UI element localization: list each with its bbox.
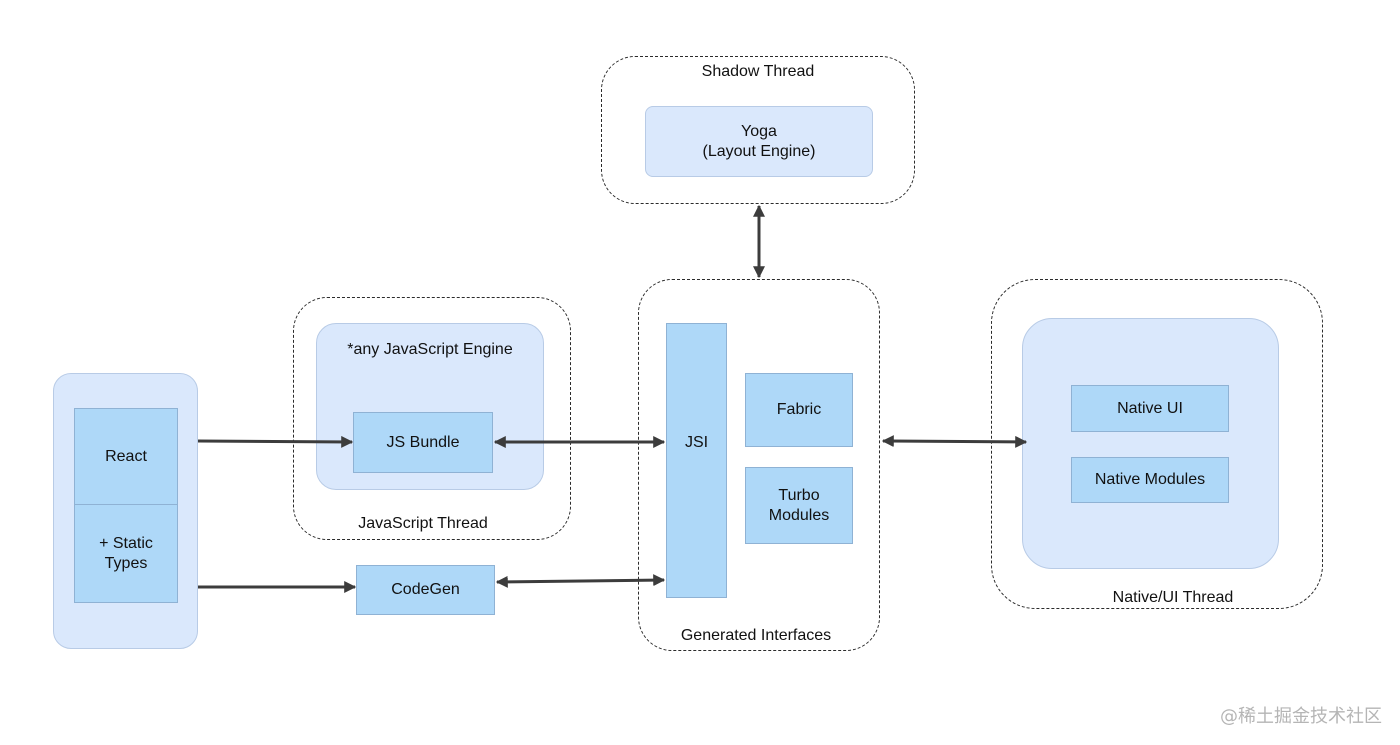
javascript-thread-group — [293, 297, 571, 540]
react-box: React — [74, 408, 178, 505]
js-bundle-box: JS Bundle — [353, 412, 493, 473]
yoga-box: Yoga (Layout Engine) — [645, 106, 873, 177]
native-modules-box: Native Modules — [1071, 457, 1229, 503]
generated-interfaces-title: Generated Interfaces — [680, 627, 832, 644]
native-ui-box: Native UI — [1071, 385, 1229, 432]
fabric-box: Fabric — [745, 373, 853, 447]
native-thread-title: Native/UI Thread — [1112, 589, 1234, 606]
arrow-codegen-jsi — [495, 574, 666, 588]
javascript-thread-title: JavaScript Thread — [358, 515, 488, 532]
arrow-generated-interfaces-native — [881, 435, 1028, 448]
watermark: @稀土掘金技术社区 — [1220, 706, 1382, 727]
arrow-react-to-js-bundle — [197, 435, 354, 448]
javascript-engine-label: *any JavaScript Engine — [347, 341, 513, 358]
turbo-modules-box: Turbo Modules — [745, 467, 853, 544]
jsi-box: JSI — [666, 323, 727, 598]
native-platform-box — [1022, 318, 1279, 569]
generated-interfaces-group — [638, 279, 880, 651]
codegen-box: CodeGen — [356, 565, 495, 615]
shadow-thread-title: Shadow Thread — [701, 63, 815, 80]
static-types-box: + Static Types — [74, 504, 178, 603]
shadow-thread-group — [601, 56, 915, 204]
